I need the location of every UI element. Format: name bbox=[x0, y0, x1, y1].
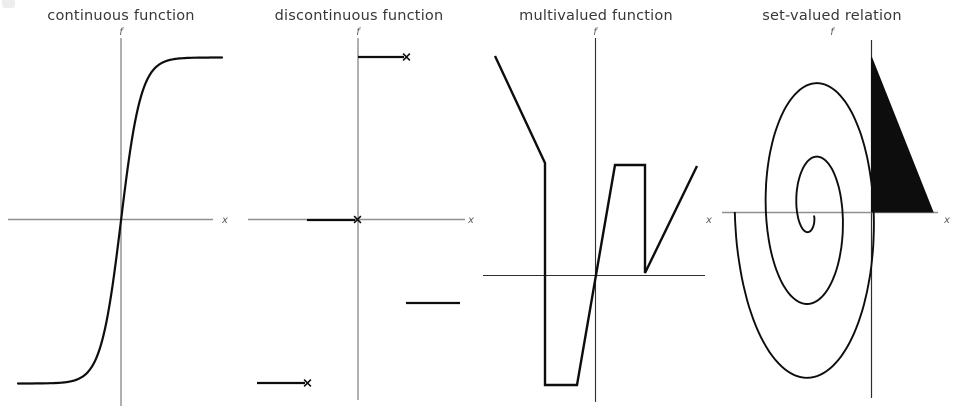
zigzag-path bbox=[493, 55, 699, 387]
panel-title-set-valued-relation: set-valued relation bbox=[762, 8, 902, 24]
x-axis-label: x bbox=[705, 215, 712, 226]
excluded-point-marker bbox=[402, 53, 411, 61]
panel-title-continuous-function: continuous function bbox=[47, 8, 195, 24]
panel-discontinuous-function: fx bbox=[248, 27, 474, 400]
excluded-point-marker bbox=[303, 379, 312, 387]
sigmoid-curve bbox=[16, 56, 224, 385]
x-axis-label: x bbox=[943, 215, 950, 226]
f-axis-label: f bbox=[356, 27, 361, 38]
filled-triangle-region bbox=[871, 56, 934, 213]
f-axis-label: f bbox=[830, 27, 835, 38]
x-axis-label: x bbox=[221, 215, 228, 226]
x-axis-label: x bbox=[467, 215, 474, 226]
corner-artifact bbox=[2, 0, 15, 8]
spiral-curve bbox=[733, 82, 875, 379]
panel-multivalued-function: fx bbox=[483, 27, 712, 402]
panel-title-discontinuous-function: discontinuous function bbox=[274, 8, 444, 24]
f-axis-label: f bbox=[119, 27, 124, 38]
panel-continuous-function: fx bbox=[8, 27, 228, 406]
excluded-point-marker bbox=[353, 215, 362, 224]
f-axis-label: f bbox=[593, 27, 598, 38]
panel-title-multivalued-function: multivalued function bbox=[519, 8, 673, 24]
panel-set-valued-relation: fx bbox=[722, 27, 950, 398]
